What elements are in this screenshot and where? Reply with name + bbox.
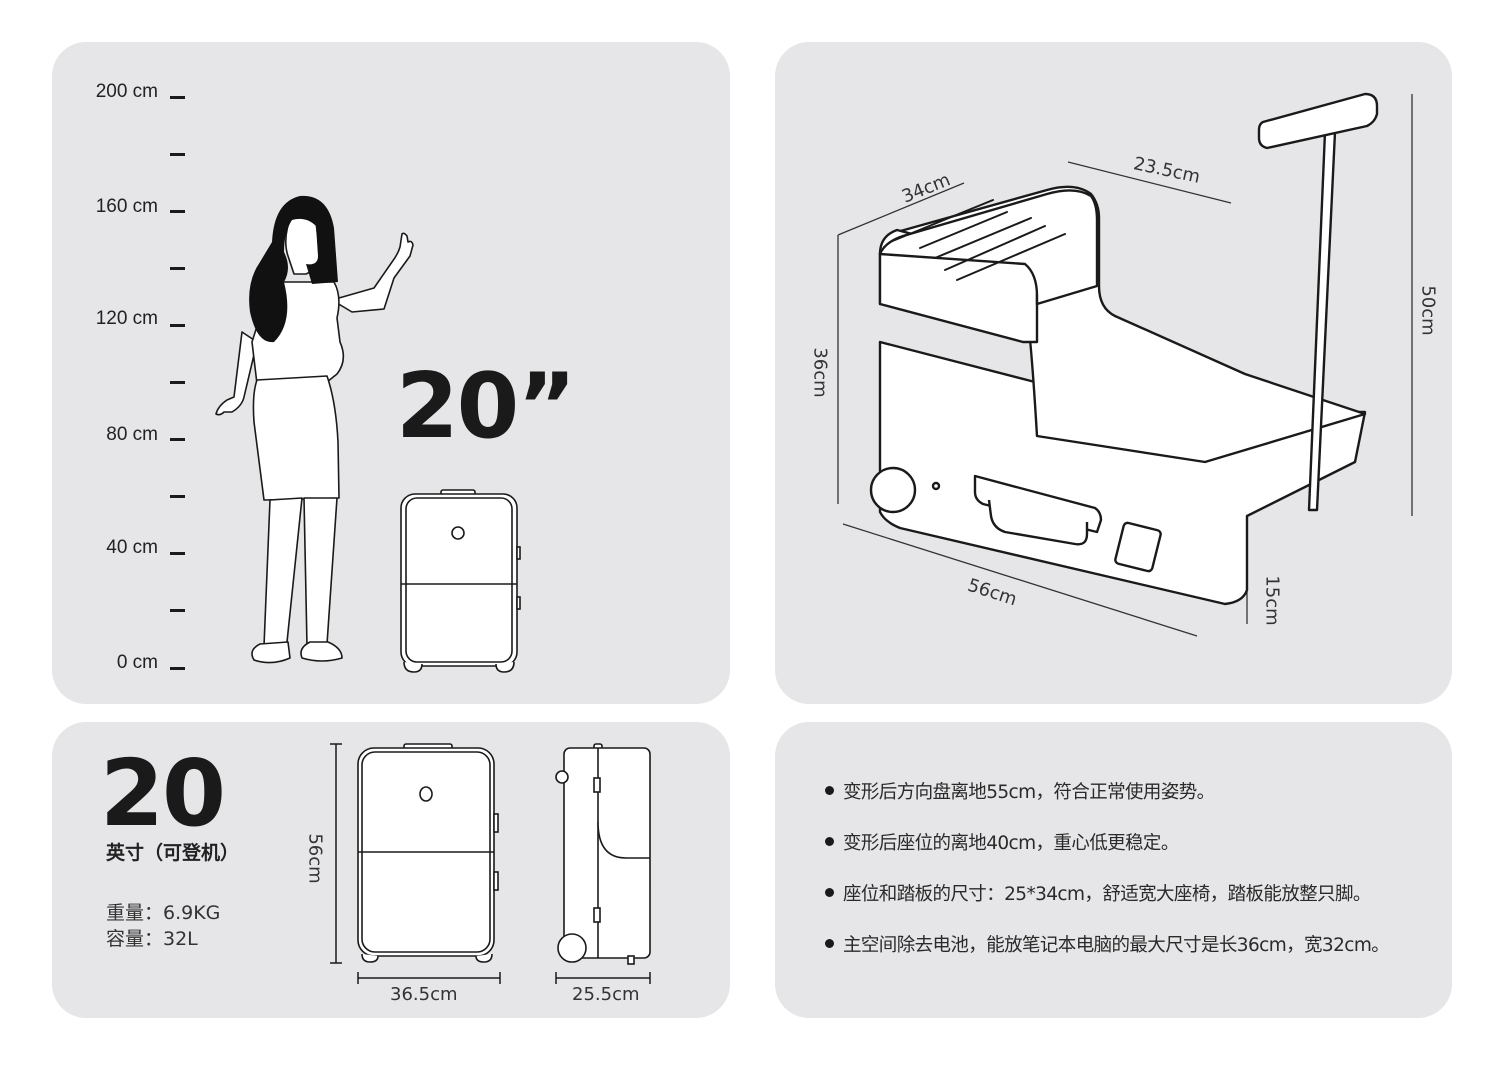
dim-seat-height: 36cm — [809, 347, 831, 398]
bullet-icon — [825, 888, 834, 897]
dim-front-width: 36.5cm — [390, 984, 458, 1005]
feature-list: 变形后方向盘离地55cm，符合正常使用姿势。 变形后座位的离地40cm，重心低更… — [825, 778, 1390, 982]
bullet-icon — [825, 837, 834, 846]
scale-label-160: 160 cm — [95, 196, 158, 217]
bullet-icon — [825, 939, 834, 948]
bullet-icon — [825, 786, 834, 795]
height-comparison-panel: 200 cm 160 cm 120 cm 80 cm 40 cm 0 cm — [52, 42, 730, 704]
weight-spec: 重量：6.9KG — [106, 902, 221, 924]
capacity-spec: 容量：32L — [106, 928, 198, 950]
size-spec-panel: 20 英寸（可登机） 重量：6.9KG 容量：32L — [52, 722, 730, 1018]
dim-total-height: 50cm — [1417, 285, 1439, 336]
scale-label-120: 120 cm — [95, 308, 158, 329]
scale-label-200: 200 cm — [95, 81, 158, 102]
feature-item: 主空间除去电池，能放笔记本电脑的最大尺寸是长36cm，宽32cm。 — [825, 931, 1390, 982]
suitcase-front-side-views-icon — [330, 743, 651, 984]
woman-figure-icon — [215, 195, 414, 664]
feature-item: 座位和踏板的尺寸：25*34cm，舒适宽大座椅，踏板能放整只脚。 — [825, 880, 1389, 931]
seat-dimension-panel: 34cm 23.5cm 36cm 50cm 56cm 15cm — [775, 42, 1452, 704]
suitcase-size-label: 20” — [396, 354, 576, 459]
dim-side-depth: 25.5cm — [572, 984, 640, 1005]
feature-item: 变形后方向盘离地55cm，符合正常使用姿势。 — [825, 778, 1389, 829]
suitcase-front-small-icon — [400, 489, 521, 673]
features-panel: 变形后方向盘离地55cm，符合正常使用姿势。 变形后座位的离地40cm，重心低更… — [775, 722, 1452, 1018]
feature-item: 变形后座位的离地40cm，重心低更稳定。 — [825, 829, 1389, 880]
scale-label-0: 0 cm — [116, 652, 158, 673]
ride-on-suitcase-diagram-icon — [837, 92, 1413, 637]
size-unit-label: 英寸（可登机） — [106, 842, 240, 864]
dim-base-height: 15cm — [1261, 575, 1283, 626]
dim-front-height: 56cm — [304, 833, 326, 884]
size-number: 20 — [100, 740, 226, 847]
scale-label-40: 40 cm — [106, 537, 158, 558]
scale-label-80: 80 cm — [106, 424, 158, 445]
